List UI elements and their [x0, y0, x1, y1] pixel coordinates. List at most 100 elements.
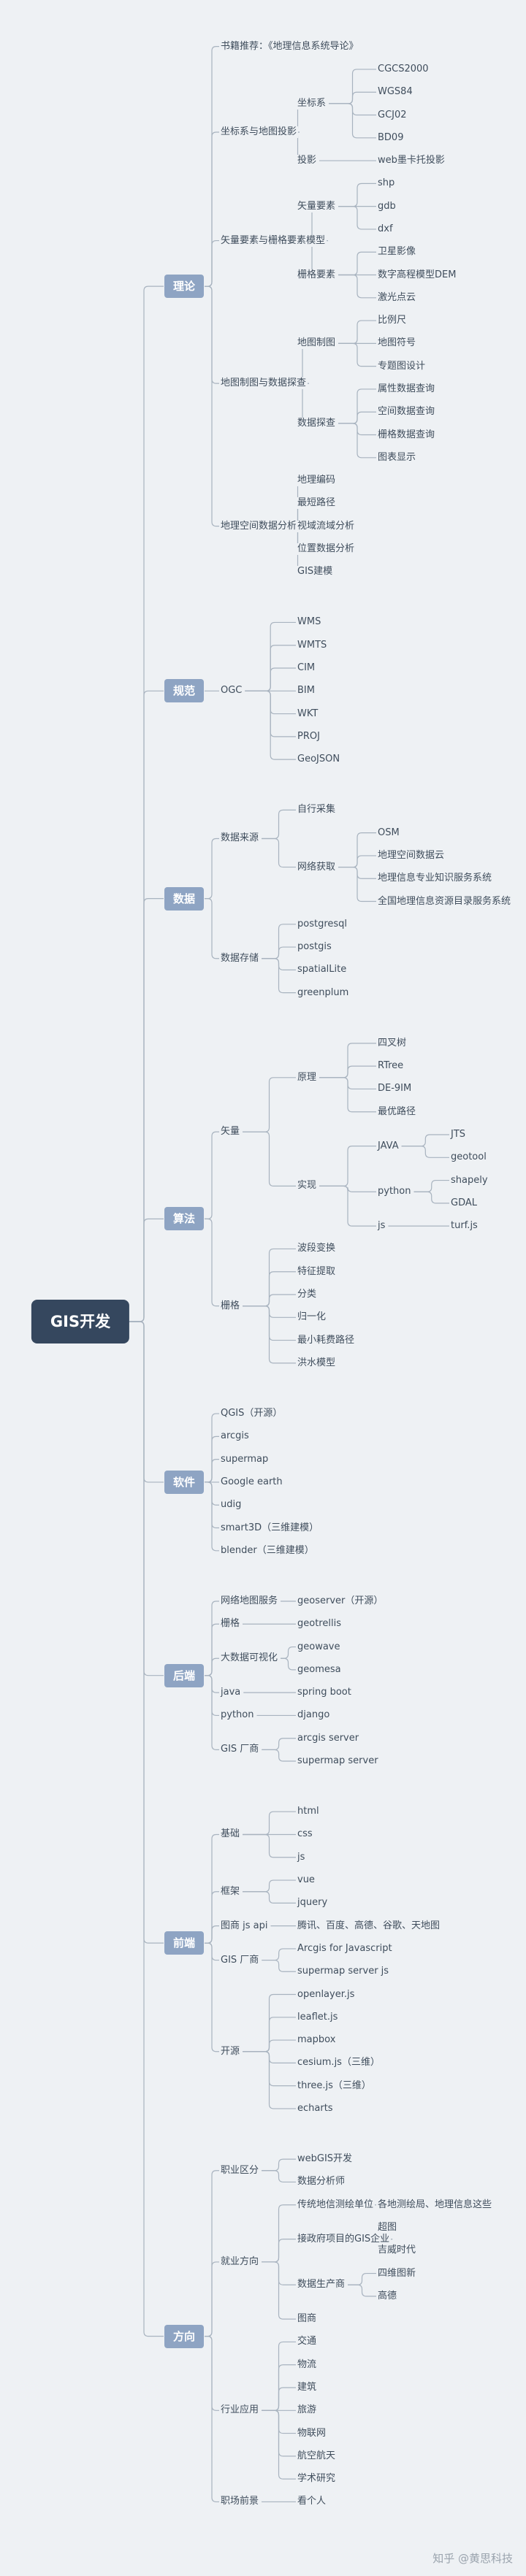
connector-line — [281, 1646, 296, 1659]
connector-line — [262, 809, 296, 840]
mindmap-node: supermap server — [296, 1755, 380, 1767]
connector-line — [243, 1879, 296, 1893]
mindmap-node: 图表显示 — [376, 451, 418, 464]
mindmap-node: 空间数据查询 — [376, 406, 437, 418]
connector-line — [124, 1321, 164, 2337]
connector-line — [243, 1891, 296, 1904]
mindmap-node: WGS84 — [376, 86, 414, 99]
connector-line — [262, 2170, 296, 2183]
connector-line — [329, 91, 376, 104]
mindmap-node: 数据存储 — [219, 952, 261, 965]
connector-line — [245, 667, 296, 691]
connector-line — [262, 2261, 296, 2320]
connector-line — [338, 320, 376, 344]
mindmap-node: 网络获取 — [296, 861, 338, 873]
mindmap-node: 投影 — [296, 155, 319, 167]
mindmap-node: 地图制图 — [296, 337, 338, 350]
mindmap-node: postgresql — [296, 918, 349, 930]
connector-line — [205, 1131, 219, 1219]
mindmap-node: 视域流域分析 — [296, 520, 357, 532]
mindmap-node: BIM — [296, 685, 316, 697]
category-node: 理论 — [164, 275, 205, 299]
mindmap-node: spatialLite — [296, 964, 348, 976]
mindmap-node: 接政府项目的GIS企业 — [296, 2233, 392, 2245]
connector-line — [205, 2261, 219, 2337]
category-node: 前端 — [164, 1931, 205, 1955]
connector-line — [243, 1306, 296, 1364]
connector-line — [338, 251, 376, 276]
connector-line — [281, 1657, 296, 1671]
mindmap-node: 建筑 — [296, 2382, 319, 2393]
mindmap-node: GDAL — [449, 1197, 479, 1209]
mindmap-node: CGCS2000 — [376, 63, 430, 75]
mindmap-node: webGIS开发 — [296, 2153, 354, 2166]
mindmap-node: three.js（三维） — [296, 2079, 373, 2092]
mindmap-node: 矢量 — [219, 1126, 242, 1138]
mindmap-node: vue — [296, 1874, 316, 1887]
mindmap-node: 地理空间数据分析 — [219, 520, 299, 532]
mindmap-node: supermap — [219, 1453, 270, 1465]
mindmap-node: 学术研究 — [296, 2473, 338, 2485]
mindmap-node: cesium.js（三维） — [296, 2057, 381, 2069]
mindmap-node: WKT — [296, 708, 320, 720]
mindmap-node: 图商 js api — [219, 1920, 270, 1932]
mindmap-node: 地图制图与数据探查 — [219, 377, 308, 390]
mindmap-node: 高德 — [376, 2290, 399, 2302]
mindmap-node: 分类 — [296, 1289, 319, 1300]
mindmap-node: 最优路径 — [376, 1105, 418, 1118]
connector-line — [205, 285, 219, 527]
connector-line — [338, 411, 376, 424]
connector-line — [205, 1675, 219, 1750]
connector-line — [329, 103, 376, 139]
mindmap-node: dxf — [376, 223, 394, 235]
connector-line — [338, 183, 376, 207]
mindmap-node: echarts — [296, 2102, 335, 2115]
connector-line — [205, 239, 219, 287]
mindmap-node: 属性数据查询 — [376, 383, 437, 395]
mindmap-node: 大数据可视化 — [219, 1652, 280, 1665]
mindmap-node: WMS — [296, 616, 323, 629]
mindmap-node: GIS 厂商 — [219, 1954, 261, 1966]
mindmap-node: 栅格 — [219, 1618, 242, 1630]
connector-line — [205, 897, 219, 959]
mindmap-node: 航空航天 — [296, 2450, 338, 2462]
mindmap-node: OSM — [376, 827, 401, 839]
mindmap-node: 归一化 — [296, 1311, 328, 1324]
mindmap-node: 四叉树 — [376, 1037, 408, 1049]
mindmap-node: python — [219, 1709, 256, 1722]
mindmap-node: 物流 — [296, 2358, 319, 2371]
category-node: 方向 — [164, 2324, 205, 2348]
mindmap-node: JTS — [449, 1129, 468, 1141]
mindmap-node: 传统地信测绘单位 — [296, 2199, 376, 2211]
connector-line — [319, 1077, 376, 1113]
mindmap-node: greenplum — [296, 986, 351, 999]
mindmap-node: shapely — [449, 1174, 489, 1187]
mindmap-node: 书籍推荐：《地理信息系统导论》 — [219, 40, 360, 53]
mindmap-node: 专题图设计 — [376, 360, 427, 372]
connector-line — [243, 1131, 296, 1187]
mindmap-node: 矢量要素 — [296, 200, 338, 212]
mindmap-node: geoserver（开源） — [296, 1595, 385, 1607]
connector-line — [319, 1065, 376, 1078]
connector-line — [205, 1459, 219, 1483]
connector-line — [205, 1657, 219, 1676]
mindmap-node: 数据分析师 — [296, 2176, 347, 2188]
mindmap-node: 旅游 — [296, 2404, 319, 2417]
mindmap-node: django — [296, 1709, 332, 1722]
mindmap-node: postgis — [296, 941, 333, 954]
connector-line — [262, 1959, 296, 1972]
mindmap-node: 地图符号 — [376, 337, 418, 350]
connector-line — [262, 2158, 296, 2171]
connector-line — [245, 690, 296, 760]
mindmap-node: gdb — [376, 200, 397, 212]
category-node: 数据 — [164, 886, 205, 911]
mindmap-node: Google earth — [219, 1476, 284, 1488]
connector-line — [401, 1146, 449, 1158]
mindmap-node: 最短路径 — [296, 497, 338, 510]
mindmap-node: leaflet.js — [296, 2011, 340, 2023]
mindmap-node: mapbox — [296, 2034, 338, 2047]
connector-line — [243, 2039, 296, 2052]
mindmap-node: supermap server js — [296, 1966, 391, 1978]
mindmap-node: 位置数据分析 — [296, 543, 357, 555]
mindmap-node: QGIS（开源） — [219, 1408, 284, 1420]
